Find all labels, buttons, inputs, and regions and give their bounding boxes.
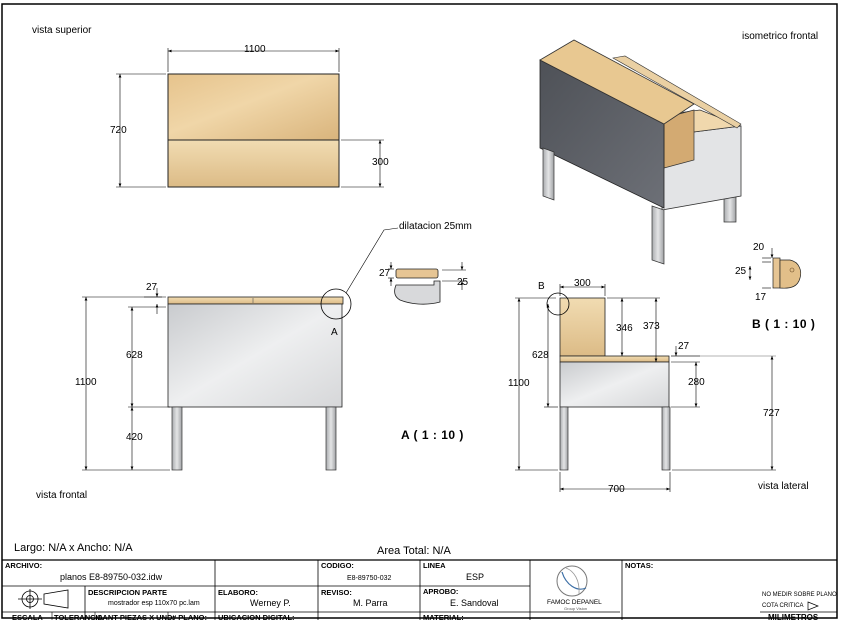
reviso-header: REVISO: (321, 588, 352, 597)
dim-detail-b-17: 17 (755, 292, 767, 303)
front-view-label: vista frontal (36, 490, 88, 501)
aprobo-value: E. Sandoval (450, 598, 499, 608)
detail-a (388, 262, 466, 305)
front-view (82, 227, 399, 471)
dim-side-373: 373 (643, 321, 660, 332)
dim-detail-a-27: 27 (379, 268, 391, 279)
dim-detail-b-20: 20 (753, 242, 765, 253)
elaboro-value: Werney P. (250, 598, 291, 608)
linea-header: LINEA (423, 561, 446, 570)
notas-header: NOTAS: (625, 561, 654, 570)
top-view (116, 48, 384, 188)
iso-view-label: isometrico frontal (742, 31, 819, 42)
company-logo-icon (556, 565, 588, 597)
cant-piezas-header: CANT PIEZAS X UND: (97, 613, 175, 622)
dim-front-body: 628 (126, 350, 143, 361)
dim-side-300: 300 (574, 278, 591, 289)
sheet-border (1, 3, 838, 619)
dim-front-top: 27 (146, 282, 158, 293)
dim-side-280: 280 (688, 377, 705, 388)
dim-detail-a-25: 25 (457, 277, 469, 288)
detail-marker-b: B (538, 281, 545, 292)
archivo-value: planos E8-89750-032.idw (60, 572, 163, 582)
title-block (2, 559, 837, 620)
isometric-view (539, 39, 742, 265)
dilatacion-note: dilatacion 25mm (399, 221, 472, 232)
area-info: Area Total: N/A (377, 545, 451, 557)
dim-top-depth: 720 (110, 125, 127, 136)
detail-marker-a: A (331, 327, 338, 338)
dim-front-leg: 420 (126, 432, 143, 443)
codigo-value: E8-89750-032 (347, 575, 392, 582)
cota-critica-note: COTA CRITICA (762, 603, 804, 609)
dim-detail-b-25: 25 (735, 266, 747, 277)
dim-front-total: 1100 (75, 377, 97, 388)
dim-side-628: 628 (532, 350, 549, 361)
escala-header: ESCALA (12, 613, 43, 622)
archivo-header: ARCHIVO: (5, 561, 43, 570)
dim-top-shelf: 300 (372, 157, 389, 168)
top-view-label: vista superior (32, 25, 92, 36)
tolerancia-header: TOLERANCIA (54, 613, 104, 622)
side-view (515, 284, 776, 492)
descripcion-header: DESCRIPCION PARTE (88, 588, 168, 597)
elaboro-header: ELABORO: (218, 588, 258, 597)
size-info: Largo: N/A x Ancho: N/A (14, 542, 133, 554)
plano-header: # PLANO: (172, 613, 208, 622)
detail-b (748, 248, 802, 289)
ubicacion-header: UBICACION DIGITAL: (218, 613, 295, 622)
material-header: MATERIAL: (423, 613, 464, 622)
logo-text: FAMOC DEPANEL (547, 599, 602, 606)
codigo-header: CODIGO: (321, 561, 354, 570)
aprobo-header: APROBO: (423, 587, 459, 596)
no-medir-note: NO MEDIR SOBRE PLANO (762, 592, 837, 598)
dim-side-700: 700 (608, 484, 625, 495)
detail-a-scale: A ( 1 : 10 ) (401, 428, 464, 442)
projection-symbol-icon (18, 589, 69, 609)
side-view-label: vista lateral (758, 481, 809, 492)
dim-side-1100: 1100 (508, 378, 530, 389)
detail-b-scale: B ( 1 : 10 ) (752, 317, 816, 331)
descripcion-value: mostrador esp 110x70 pc.lam (108, 600, 200, 607)
dim-side-727: 727 (763, 408, 780, 419)
logo-subtext: Group Vision (564, 606, 588, 611)
dim-top-width: 1100 (244, 44, 266, 55)
reviso-value: M. Parra (353, 598, 388, 608)
dim-side-27: 27 (678, 341, 690, 352)
units-label: MILIMETROS (768, 613, 819, 622)
linea-value: ESP (466, 572, 485, 582)
critical-dimension-icon (807, 601, 819, 611)
dim-side-346: 346 (616, 323, 633, 334)
